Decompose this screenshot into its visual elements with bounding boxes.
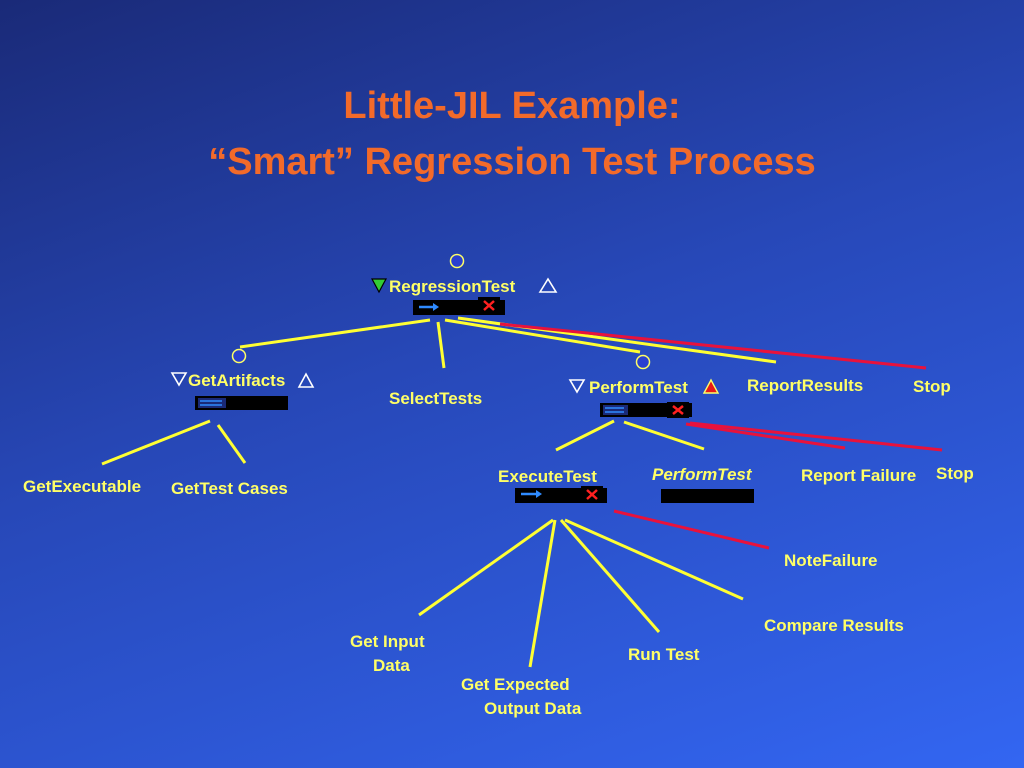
slide-title-line-2: “Smart” Regression Test Process [208, 141, 816, 183]
handler-edge-executetest-notefailure [613, 509, 770, 550]
handler-edge-performtest-stop [689, 421, 943, 452]
node-gettestcases: GetTest Cases [171, 479, 288, 498]
node-getexecutable: GetExecutable [23, 477, 141, 496]
node-runtest: Run Test [628, 645, 700, 664]
handler-edge-regression-stop [499, 322, 927, 370]
substep-edges [101, 316, 777, 668]
double-line-icon [200, 400, 222, 406]
node-performtest: PerformTest [589, 378, 688, 397]
edge-performtest-executetest [555, 419, 615, 452]
node-compareresults: Compare Results [764, 616, 904, 635]
regressiontest-badge [413, 297, 505, 315]
triangle-down-icon [170, 372, 188, 387]
edge-getartifacts-getexecutable [101, 419, 211, 466]
handler-edges [499, 322, 943, 550]
node-reportfailure: Report Failure [801, 466, 916, 485]
circle-handle-icon [635, 354, 651, 370]
triangle-up-icon [702, 378, 720, 394]
edge-regression-getartifacts [239, 318, 431, 349]
node-regressiontest: RegressionTest [389, 277, 516, 296]
node-selecttests: SelectTests [389, 389, 482, 408]
node-getartifacts: GetArtifacts [188, 371, 285, 390]
node-getinputdata-line1: Get Input [350, 632, 425, 651]
x-mark-icon [483, 300, 495, 311]
arrow-right-icon [419, 303, 439, 311]
circle-handle-icon [231, 348, 247, 364]
node-performtest-ref: PerformTest [652, 465, 753, 484]
node-stop-2: Stop [936, 464, 974, 483]
edge-getartifacts-gettestcases [216, 424, 247, 464]
executetest-badge [515, 486, 607, 503]
edge-performtest-performtest [623, 420, 705, 451]
slide-title-line-1: Little-JIL Example: [343, 85, 681, 127]
node-getexpected-line2: Output Data [484, 699, 582, 718]
getartifacts-badge [195, 396, 288, 410]
handles [231, 253, 651, 370]
node-notefailure: NoteFailure [784, 551, 878, 570]
triangle-up-icon [297, 372, 315, 388]
x-mark-icon [672, 405, 684, 415]
node-executetest: ExecuteTest [498, 467, 597, 486]
handler-edge-performtest-reportfailure [685, 422, 846, 450]
circle-handle-icon [449, 253, 465, 269]
triangle-down-icon [568, 379, 586, 394]
edge-regression-performtest [444, 318, 641, 354]
edge-executetest-getexpected [528, 519, 557, 668]
triangle-up-icon [538, 277, 558, 293]
node-reportresults: ReportResults [747, 376, 863, 395]
edge-executetest-getinput [418, 518, 554, 617]
edge-executetest-compare [564, 518, 744, 601]
double-line-icon [605, 407, 624, 413]
edge-regression-selecttests [436, 321, 446, 369]
triangle-down-icon [370, 278, 388, 294]
node-stop-1: Stop [913, 377, 951, 396]
arrow-right-icon [521, 490, 542, 498]
performtest-ref-badge [661, 489, 754, 503]
node-getinputdata-line2: Data [373, 656, 410, 675]
edge-executetest-runtest [559, 519, 661, 633]
performtest-badge [600, 402, 692, 418]
node-getexpected-line1: Get Expected [461, 675, 570, 694]
x-mark-icon [586, 489, 598, 500]
